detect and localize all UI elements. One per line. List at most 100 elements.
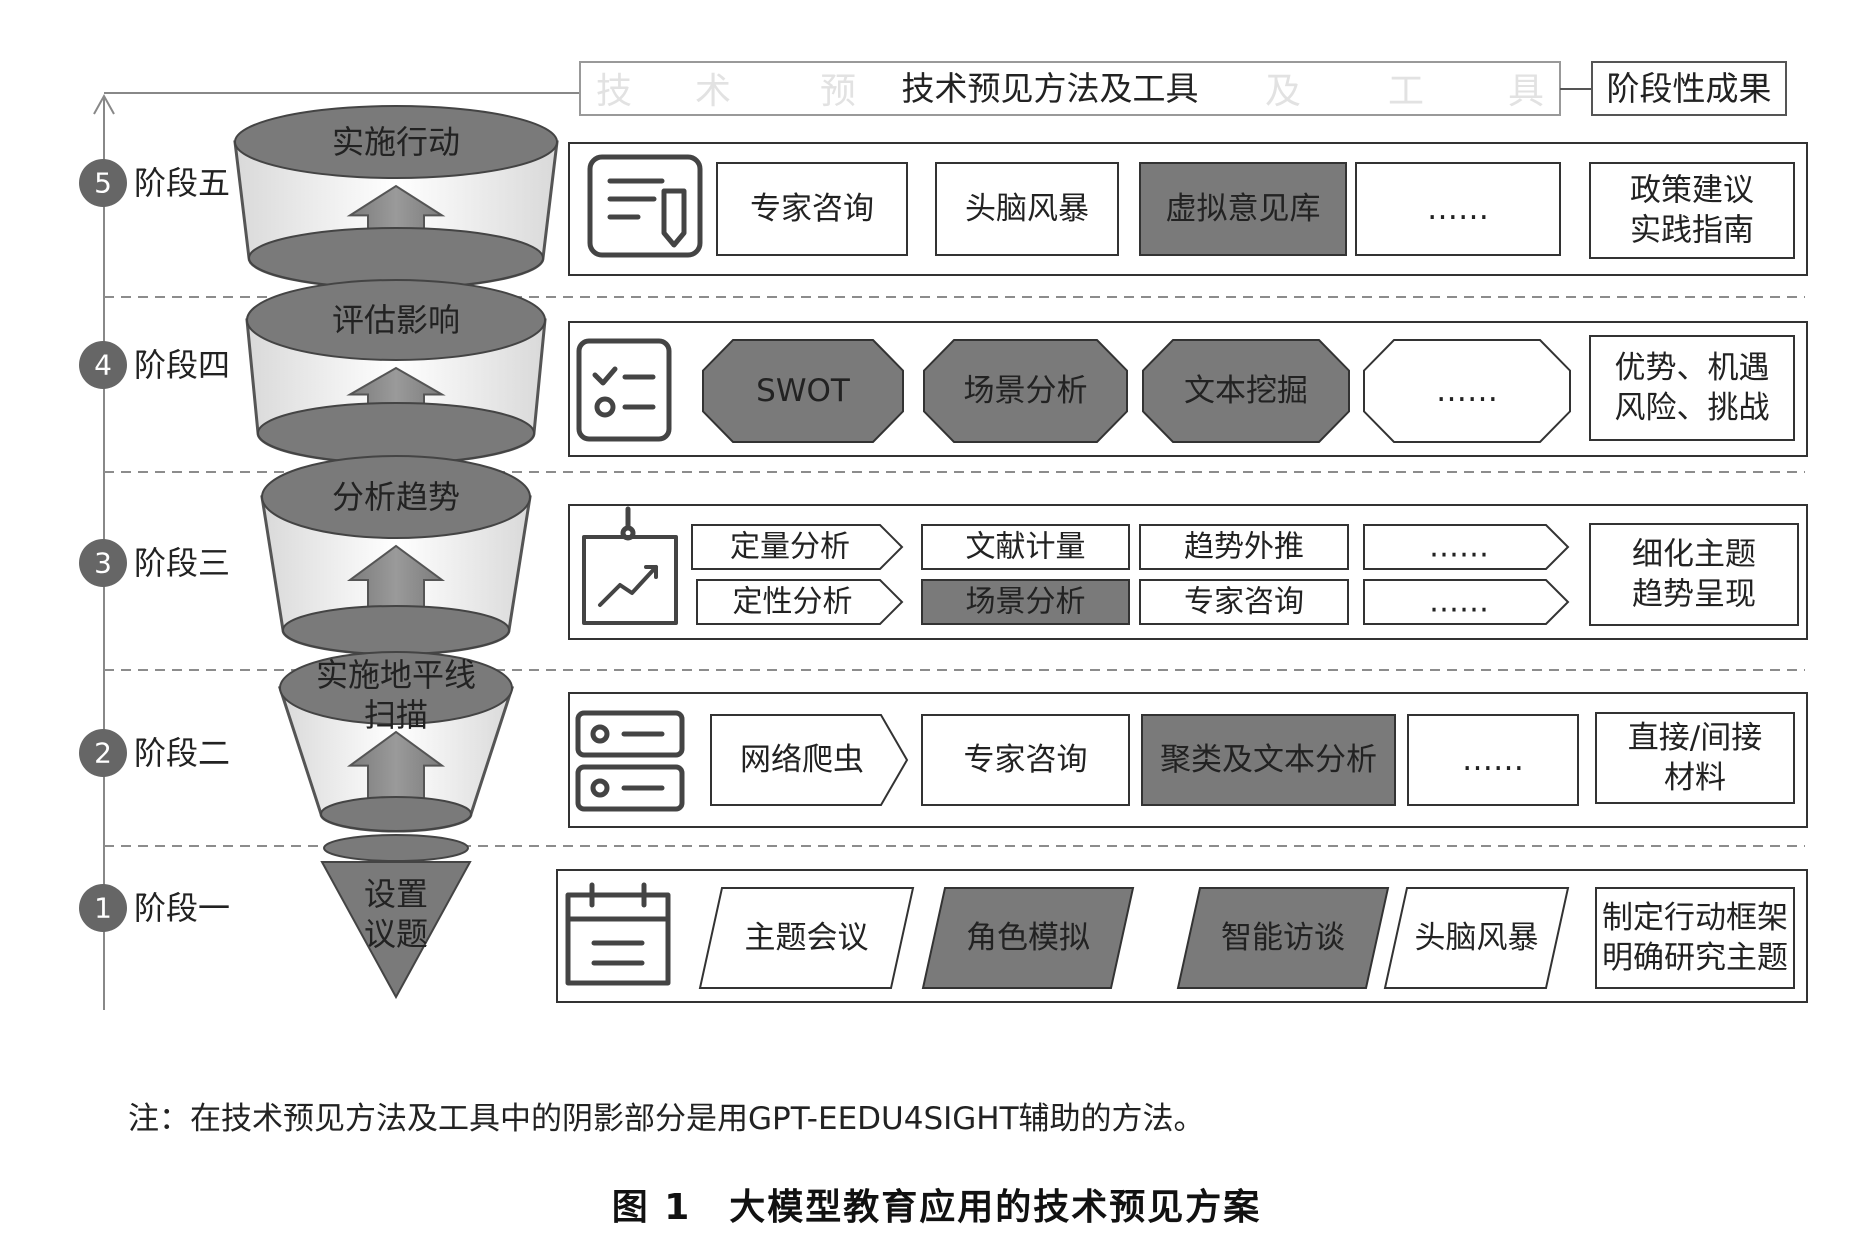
method-tool: SWOT [702,339,904,443]
methods-title-box [579,61,1561,116]
stage-number-badge [79,884,127,932]
results-title: 阶段性成果 [1607,69,1772,108]
method-tool-label: 头脑风暴 [1415,920,1539,956]
method-tool: 场景分析 [921,579,1130,625]
stage-number-badge [79,729,127,777]
funnel-label-line: 议题 [364,915,428,953]
funnel-cup-base [282,605,510,655]
faded-letter: 具 [1508,71,1544,112]
method-tool: 专家咨询 [921,714,1130,806]
method-tool-label: 专家咨询 [750,191,874,227]
methods-title: 技术预见方法及工具 [902,69,1199,108]
method-tool: …… [1363,524,1570,570]
funnel-cone [320,834,472,1000]
funnel-cup-top [279,651,513,725]
method-tool-label: SWOT [756,373,851,409]
stage-result-box [1589,162,1795,259]
method-tool-box [1355,162,1561,256]
method-tool: 趋势外推 [1139,524,1349,570]
method-tool-box [935,162,1119,256]
stage-name: 阶段五 [134,164,230,202]
method-tool-label: 主题会议 [745,920,869,956]
stage-name: 阶段一 [134,889,230,927]
stage-result-line: 风险、挑战 [1615,390,1770,426]
stage-name: 阶段三 [134,544,230,582]
stage-number: 1 [94,892,112,925]
method-tool-label: 定量分析 [730,530,850,565]
method-tool-box [921,579,1130,625]
stage-result-box [1595,887,1795,989]
method-tool-label: 场景分析 [966,585,1086,620]
funnel-cup-base [320,796,472,832]
method-tool-box [698,887,915,989]
stage-label: 2 阶段二 [79,729,230,777]
method-tool-box [696,579,904,625]
faded-letter: 预 [820,71,856,112]
method-tool: 专家咨询 [716,162,908,256]
method-tool-label: 文献计量 [966,530,1086,565]
stage-panel: 定量分析文献计量趋势外推……定性分析场景分析专家咨询……细化主题趋势呈现 [568,504,1808,640]
stage-result-line: 趋势呈现 [1632,577,1756,613]
figure-caption: 图 1 大模型教育应用的技术预见方案 [611,1187,1262,1228]
method-tool-label: 聚类及文本分析 [1160,742,1377,778]
stage-number: 2 [94,737,112,770]
method-tool-box [1142,339,1350,443]
funnel-label: 实施行动 [332,123,460,161]
server-icon [575,710,685,812]
funnel-cup-top [261,455,531,539]
method-tool-box [1363,579,1570,625]
method-tool-box [1139,579,1349,625]
stage-separators [104,296,1805,847]
method-tool: 头脑风暴 [1383,887,1570,989]
funnel-label: 分析趋势 [332,478,460,516]
stage-panel: 主题会议角色模拟智能访谈头脑风暴制定行动框架明确研究主题 [556,869,1808,1003]
stage-label: 1 阶段一 [79,884,230,932]
stage-result-box [1589,335,1795,441]
method-tool: 网络爬虫 [710,714,909,806]
method-tool-box [1363,524,1570,570]
method-tool-label: …… [1429,530,1489,565]
figure-note: 注：在技术预见方法及工具中的阴影部分是用GPT-EEDU4SIGHT辅助的方法。 [128,1101,1205,1137]
faded-letters: 技 术 预 及 工 具 [596,71,1544,112]
method-tool: 定量分析 [691,524,904,570]
funnel-label-line: 扫描 [364,696,428,734]
faded-letter: 工 [1388,71,1424,112]
method-tool-label: 文本挖掘 [1184,373,1308,409]
method-tool-box [921,524,1130,570]
stage-name: 阶段二 [134,734,230,772]
faded-letter: 术 [695,71,731,112]
stage-label: 5 阶段五 [79,159,230,207]
method-tool-label: 头脑风暴 [965,191,1089,227]
method-tool-label: …… [1427,191,1489,227]
method-tool: 聚类及文本分析 [1141,714,1396,806]
chart-board-icon [582,506,678,625]
method-tool-label: 虚拟意见库 [1166,191,1321,227]
method-tool: 虚拟意见库 [1139,162,1347,256]
method-tool-box [921,887,1135,989]
stage-number: 5 [94,167,112,200]
funnel-label: 评估影响 [332,301,460,339]
stage-number: 4 [94,349,112,382]
method-tool-box [1383,887,1570,989]
method-tool-box [1139,162,1347,256]
stage-result-box [1589,523,1799,626]
method-tool: 头脑风暴 [935,162,1119,256]
stage-result-line: 明确研究主题 [1602,940,1788,976]
header: 技 术 预 及 工 具 技术预见方法及工具 阶段性成果 [579,61,1787,116]
method-tool-label: 专家咨询 [1184,585,1304,620]
method-tool-box [1139,524,1349,570]
document-pen-icon [587,154,703,258]
method-tool-label: 场景分析 [964,373,1088,409]
method-tool-label: 专家咨询 [964,742,1088,778]
method-tool-label: 角色模拟 [966,920,1090,956]
funnel-cup [260,455,532,656]
method-tool: …… [1407,714,1579,806]
